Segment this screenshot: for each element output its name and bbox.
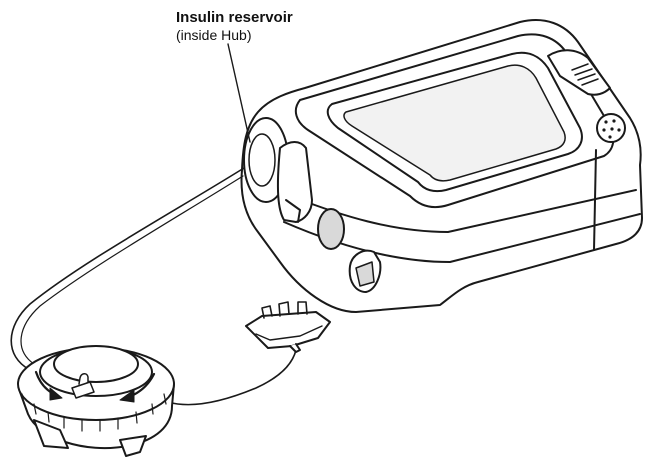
hub-screen (343, 64, 566, 182)
clip-front-face (255, 325, 323, 341)
tubing-to-clip (167, 349, 297, 406)
infusion-site-connector (17, 345, 175, 457)
callout-subtitle: (inside Hub) (176, 26, 252, 43)
connector-hub (53, 345, 139, 383)
hub-front-band (295, 189, 637, 233)
hub-speaker-holes (602, 119, 621, 139)
callout-title: Insulin reservoir (176, 9, 293, 26)
hub-round-button (317, 208, 345, 250)
connector-lock-symbol (71, 373, 95, 399)
hub-latch-slot (285, 199, 301, 223)
tubing-line-inner (20, 175, 244, 365)
connector-legs (33, 419, 147, 457)
rotate-arrow-left-head-icon (49, 387, 63, 401)
clip-prongs (261, 301, 308, 319)
hub-front-port (355, 261, 375, 287)
clip-stem (289, 343, 301, 353)
callout-leader-line (227, 43, 251, 143)
reservoir-port (248, 133, 276, 187)
tubing-line (10, 167, 245, 379)
rotate-arrow-right-head-icon (119, 389, 135, 403)
clip-body (245, 311, 331, 349)
hub-side-seam (593, 149, 597, 251)
connector-rim-ticks (21, 393, 167, 432)
cannula-clip (245, 301, 331, 353)
hub-latch (276, 141, 313, 223)
hub-top-clip (547, 49, 611, 96)
hub-clip-ridges (571, 63, 599, 86)
reservoir-callout: Insulin reservoir (inside Hub) (176, 9, 293, 43)
hub-device (240, 19, 643, 313)
